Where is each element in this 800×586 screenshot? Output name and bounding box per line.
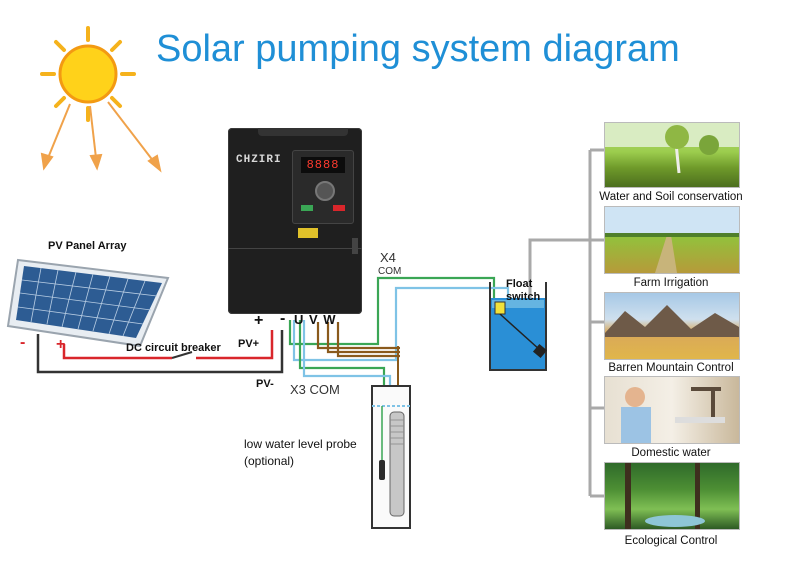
app-label-domestic: Domestic water [631, 447, 711, 459]
inverter-vent-right [352, 238, 358, 254]
float-switch-icon [494, 301, 548, 359]
app-image-ecological [604, 462, 740, 530]
pv-panel-icon [6, 258, 170, 348]
stop-button-icon [333, 205, 345, 211]
dc-breaker-label: DC circuit breaker [126, 342, 221, 354]
terminal-uvw: U V W [294, 312, 337, 327]
app-image-domestic [604, 376, 740, 444]
float-switch-label-2: switch [506, 291, 541, 303]
field-road-image [605, 233, 739, 273]
submersible-pump-icon [389, 411, 405, 517]
inverter-keypad: 8888 [292, 150, 354, 224]
sun-icon [40, 26, 136, 122]
pv-plus-sign: + [56, 336, 66, 353]
app-label-mountain: Barren Mountain Control [608, 362, 734, 374]
x4-label: X4 [380, 250, 396, 265]
x3-com-label: X3 COM [290, 382, 340, 397]
app-label-water-soil: Water and Soil conservation [599, 191, 743, 203]
app-image-farm [604, 206, 740, 274]
app-image-water-soil [604, 122, 740, 188]
app-image-mountain [604, 292, 740, 360]
solar-pump-inverter: CHZIRI 8888 [228, 128, 362, 314]
terminal-plus: + [254, 312, 264, 329]
float-switch-label-1: Float [506, 278, 533, 290]
inverter-vent [258, 128, 348, 136]
pv-minus-sign: - [20, 334, 26, 351]
app-label-farm: Farm Irrigation [633, 277, 709, 289]
diagram-title: Solar pumping system diagram [156, 28, 680, 70]
probe-label-line2: (optional) [244, 454, 295, 468]
pv-array-label: PV Panel Array [48, 240, 127, 252]
app-label-ecological: Ecological Control [624, 535, 718, 547]
water-tank-icon [489, 282, 547, 371]
pv-plus-label: PV+ [238, 338, 260, 350]
inverter-display: 8888 [301, 157, 345, 173]
probe-label-line1: low water level probe [244, 437, 357, 451]
forest-image [625, 463, 705, 529]
warning-label-icon [298, 228, 318, 238]
meadow-image [605, 123, 739, 174]
run-button-icon [301, 205, 313, 211]
breaker-switch-icon [171, 351, 193, 359]
tap-image [621, 387, 725, 443]
inverter-cover-seam [228, 248, 362, 249]
outlet-pipe [528, 148, 604, 498]
inverter-knob [315, 181, 335, 201]
water-level-probe-icon [379, 406, 385, 480]
mountain-image [605, 305, 739, 337]
x4-com-label: COM [378, 266, 402, 277]
inverter-brand: CHZIRI [236, 154, 282, 166]
sun-rays [40, 101, 162, 173]
pv-minus-label: PV- [256, 378, 274, 390]
terminal-minus: - [280, 310, 286, 327]
